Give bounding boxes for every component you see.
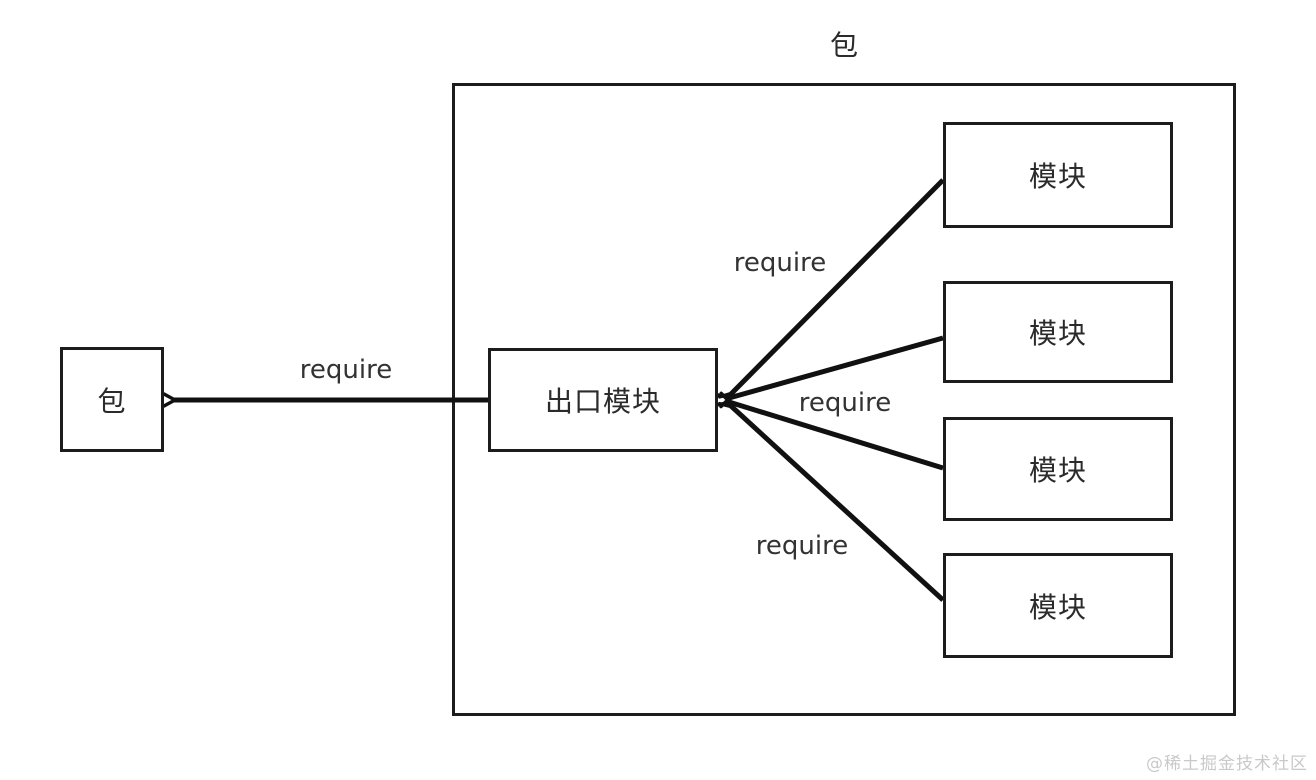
module-box-2: 模块 <box>943 281 1173 383</box>
watermark-text: @稀土掘金技术社区 <box>1146 754 1308 774</box>
require-label-top: require <box>733 248 827 278</box>
require-line-module-1 <box>717 178 945 408</box>
require-line-module-2 <box>716 335 944 409</box>
module-label: 模块 <box>1028 160 1087 193</box>
export-module-box: 出口模块 <box>488 348 718 452</box>
module-label: 模块 <box>1028 317 1087 350</box>
module-label: 模块 <box>1028 454 1087 487</box>
module-box-4: 模块 <box>943 553 1173 658</box>
package-box-label: 包 <box>97 384 127 418</box>
module-box-1: 模块 <box>943 122 1173 228</box>
require-label-middle: require <box>798 388 892 418</box>
package-box: 包 <box>60 347 164 452</box>
require-line-module-4 <box>717 393 945 602</box>
require-label-left: require <box>299 355 393 385</box>
package-title-label: 包 <box>829 29 858 62</box>
export-module-label: 出口模块 <box>544 385 661 418</box>
require-line-module-3 <box>715 391 944 471</box>
require-label-bottom: require <box>755 531 849 561</box>
module-box-3: 模块 <box>943 417 1173 521</box>
module-label: 模块 <box>1028 590 1087 624</box>
